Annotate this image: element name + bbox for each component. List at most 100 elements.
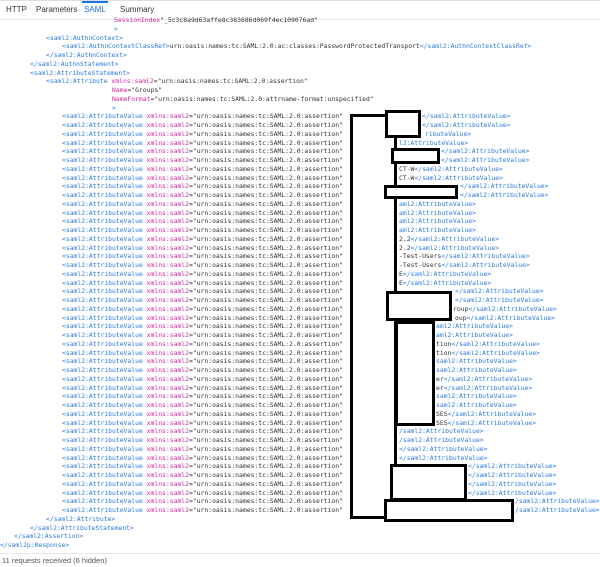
attr-name: xmlns:saml2 — [146, 331, 189, 339]
attr-name: xmlns:saml2 — [146, 173, 189, 182]
xml-line: </saml2:Assertion> — [14, 532, 83, 541]
xml-line: <saml2:Attribute xmlns:saml2="urn:oasis:… — [46, 77, 308, 86]
attr-name: Name — [112, 86, 128, 94]
attribute-value-line: <saml2:AttributeValue xmlns:saml2="urn:o… — [62, 427, 343, 436]
tag: </saml2:AttributeValue> — [410, 243, 500, 252]
attribute-value-tail: -Test-Users</saml2:AttributeValue> — [399, 261, 530, 270]
attribute-value-line: <saml2:AttributeValue xmlns:saml2="urn:o… — [62, 462, 343, 471]
attr-value: ="urn:oasis:names:tc:SAML:2.0:assertion" — [189, 199, 343, 208]
attribute-value-line: <saml2:AttributeValue xmlns:saml2="urn:o… — [62, 121, 343, 130]
tag: <saml2:AuthnContextClassRef> — [62, 42, 170, 51]
attr-name: xmlns:saml2 — [146, 296, 189, 304]
value-text: oup — [455, 313, 467, 322]
tag: <saml2:AttributeValue — [62, 173, 143, 182]
attr-name: xmlns:saml2 — [146, 191, 189, 199]
xml-line: <saml2:AttributeStatement> — [30, 69, 130, 78]
redaction-box — [385, 110, 421, 138]
attribute-value-line: <saml2:AttributeValue xmlns:saml2="urn:o… — [62, 331, 343, 340]
tag: <saml2:AttributeValue — [62, 339, 143, 348]
attribute-value-tail: aml2:AttributeValue> — [399, 199, 476, 208]
attribute-value-tail: 2.2</saml2:AttributeValue> — [399, 235, 499, 244]
attr-value: ="urn:oasis:names:tc:SAML:2.0:assertion" — [189, 234, 343, 243]
attribute-value-line: <saml2:AttributeValue xmlns:saml2="urn:o… — [62, 261, 343, 270]
tag: <saml2:AttributeValue — [62, 208, 143, 217]
attr-value: ="urn:oasis:names:tc:SAML:2.0:assertion" — [189, 366, 343, 374]
attr-name: xmlns:saml2 — [146, 147, 189, 156]
attribute-value-line: <saml2:AttributeValue xmlns:saml2="urn:o… — [62, 139, 343, 148]
attribute-value-tail: tion</saml2:AttributeValue> — [436, 340, 540, 349]
attr-value: ="urn:oasis:names:tc:SAML:2.0:assertion" — [189, 121, 343, 129]
tag: <saml2:AttributeValue — [62, 357, 143, 366]
tag: </saml2:AttributeValue> — [443, 374, 533, 383]
attr-value: ="urn:oasis:names:tc:SAML:2.0:assertion" — [189, 208, 343, 217]
tab-summary[interactable]: Summary — [120, 5, 155, 14]
attr-value: ="urn:oasis:names:tc:SAML:2.0:assertion" — [189, 313, 343, 322]
attribute-value-line: <saml2:AttributeValue xmlns:saml2="urn:o… — [62, 497, 343, 506]
value-text: -Test-Users — [399, 261, 442, 269]
attr-name: xmlns:saml2 — [146, 436, 189, 444]
xml-line: </saml2:AuthnContext> — [46, 51, 127, 60]
tab-parameters[interactable]: Parameters — [36, 5, 78, 14]
tag: <saml2:AttributeValue — [62, 199, 143, 208]
tag: > — [112, 103, 116, 112]
tag: <saml2:AttributeValue — [62, 226, 143, 234]
attribute-value-tail: </saml2:AttributeValue> — [455, 287, 544, 296]
tab-saml[interactable]: SAML — [82, 1, 108, 17]
attribute-value-tail: </saml2:AttributeValue> — [399, 444, 488, 453]
attribute-value-tail: </saml2:AttributeValue> — [441, 147, 530, 156]
attr-name: xmlns:saml2 — [146, 453, 189, 462]
attr-value: ="urn:oasis:names:tc:SAML:2.0:assertion" — [189, 444, 343, 453]
redaction-box — [395, 321, 435, 426]
tag: <saml2:AttributeValue — [62, 243, 143, 252]
tag: </saml2:AttributeValue> — [447, 409, 537, 418]
attribute-value-line: <saml2:AttributeValue xmlns:saml2="urn:o… — [62, 244, 343, 253]
tag: </saml2:AttributeValue> — [451, 348, 540, 357]
value-text: 2.2 — [399, 243, 411, 252]
attr-value: ="urn:oasis:names:tc:SAML:2.0:assertion" — [189, 436, 343, 444]
attribute-value-line: <saml2:AttributeValue xmlns:saml2="urn:o… — [62, 191, 343, 200]
attr-value: ="urn:oasis:names:tc:SAML:2.0:assertion" — [189, 164, 343, 173]
attr-name: xmlns:saml2 — [111, 77, 154, 86]
tag: </saml2:Assertion> — [14, 532, 84, 541]
tag: </saml2:AttributeValue> — [443, 383, 533, 392]
tag: </saml2:AttributeValue> — [447, 418, 537, 427]
attribute-value-tail: /saml2:AttributeValue> — [515, 497, 600, 506]
attr-name: xmlns:saml2 — [146, 418, 189, 427]
tag: <saml2:AttributeValue — [62, 479, 143, 488]
attr-value: ="urn:oasis:names:tc:SAML:2.0:assertion" — [189, 506, 343, 514]
tag: <saml2:AttributeValue — [62, 121, 143, 129]
tag: </saml2:AttributeValue> — [410, 234, 500, 243]
xml-line: Name="Groups" — [112, 86, 162, 95]
attr-name: xmlns:saml2 — [146, 462, 189, 471]
attr-name: xmlns:saml2 — [146, 427, 189, 436]
tab-http[interactable]: HTTP — [6, 5, 27, 14]
redaction-box — [384, 499, 514, 522]
attr-value: ="urn:oasis:names:tc:SAML:2.0:assertion" — [189, 252, 343, 261]
attribute-value-tail: oup</saml2:AttributeValue> — [455, 314, 555, 323]
attribute-value-line: <saml2:AttributeValue xmlns:saml2="urn:o… — [62, 419, 343, 428]
attr-value: ="urn:oasis:names:tc:SAML:2.0:assertion" — [189, 462, 343, 471]
attr-value: ="urn:oasis:names:tc:SAML:2.0:assertion" — [189, 339, 343, 348]
attr-name: SessionIndex — [114, 16, 161, 24]
attr-value: ="urn:oasis:names:tc:SAML:2.0:assertion" — [189, 479, 343, 488]
attr-name: xmlns:saml2 — [146, 199, 189, 208]
tag: <saml2:AttributeValue — [62, 296, 143, 304]
attribute-value-line: <saml2:AttributeValue xmlns:saml2="urn:o… — [62, 305, 343, 314]
redaction-box — [386, 291, 452, 321]
attr-value: ="urn:oasis:names:tc:SAML:2.0:assertion" — [189, 156, 343, 164]
tag: <saml2:AttributeValue — [62, 252, 143, 261]
xml-line: > — [114, 25, 118, 34]
attribute-value-tail: -Test-Users</saml2:AttributeValue> — [399, 252, 530, 261]
attr-name: xmlns:saml2 — [146, 287, 189, 296]
attribute-value-tail: saml2:AttributeValue> — [436, 401, 517, 409]
tag: </saml2:AttributeStatement> — [30, 523, 134, 532]
xml-line: <saml2:AuthnContextClassRef>urn:oasis:na… — [62, 42, 531, 51]
tag: <saml2:AttributeValue — [62, 436, 143, 444]
attr-value: ="urn:oasis:names:tc:SAML:2.0:assertion" — [189, 383, 343, 392]
attr-value: ="urn:oasis:names:tc:SAML:2.0:assertion" — [189, 427, 343, 436]
attribute-value-tail: 2.2</saml2:AttributeValue> — [399, 244, 499, 253]
attribute-value-line: <saml2:AttributeValue xmlns:saml2="urn:o… — [62, 287, 343, 296]
attr-name: NameFormat — [112, 94, 151, 103]
attribute-value-tail: /saml2:AttributeValue> — [399, 436, 484, 444]
attribute-value-tail: CT-W</saml2:AttributeValue> — [399, 165, 503, 174]
